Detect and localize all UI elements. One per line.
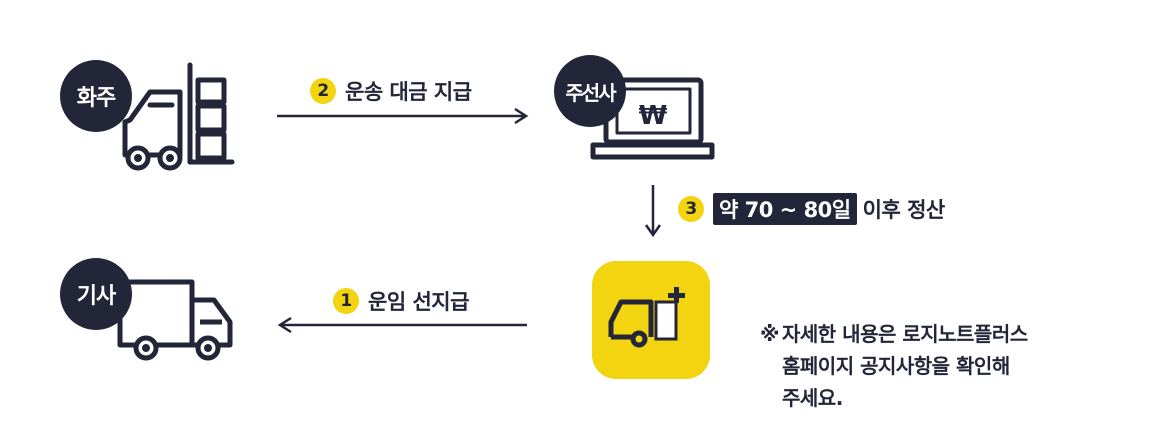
step1-label: 1 운임 선지급 — [333, 286, 469, 316]
step3-number: 3 — [678, 196, 704, 222]
won-symbol: ₩ — [639, 101, 668, 131]
driver-label: 기사 — [76, 284, 116, 309]
notice-line-3: 주세요. — [782, 386, 843, 410]
shipper-badge: 화주 — [60, 60, 132, 132]
notice-line-2: 홈페이지 공지사항을 확인해 — [782, 354, 1010, 378]
arrow-right-icon — [277, 107, 529, 125]
step3-label: 3 약 70 ~ 80일 이후 정산 — [678, 193, 945, 225]
shipper-label: 화주 — [76, 86, 116, 111]
step2-label: 2 운송 대금 지급 — [310, 76, 472, 106]
lojinote-plus-app-icon — [592, 261, 710, 379]
driver-badge: 기사 — [60, 258, 132, 330]
forwarder-label: 주선사 — [565, 80, 616, 105]
arrow-down-icon — [644, 185, 662, 238]
step1-text: 운임 선지급 — [368, 290, 469, 314]
app-truck-glyph — [608, 287, 685, 348]
step3-period-highlight: 약 70 ~ 80일 — [713, 193, 857, 225]
forklift-icon — [122, 62, 235, 171]
step2-text: 운송 대금 지급 — [345, 80, 472, 104]
reference-mark: ※ — [760, 322, 779, 346]
forwarder-badge: 주선사 — [554, 55, 626, 127]
notice-line-1: 자세한 내용은 로지노트플러스 — [782, 322, 1028, 346]
step1-number: 1 — [333, 288, 359, 314]
notice-text: ※자세한 내용은 로지노트플러스 홈페이지 공지사항을 확인해 주세요. — [760, 318, 1140, 414]
step2-number: 2 — [310, 78, 336, 104]
step3-text: 이후 정산 — [862, 198, 946, 222]
arrow-left-icon — [277, 316, 527, 334]
